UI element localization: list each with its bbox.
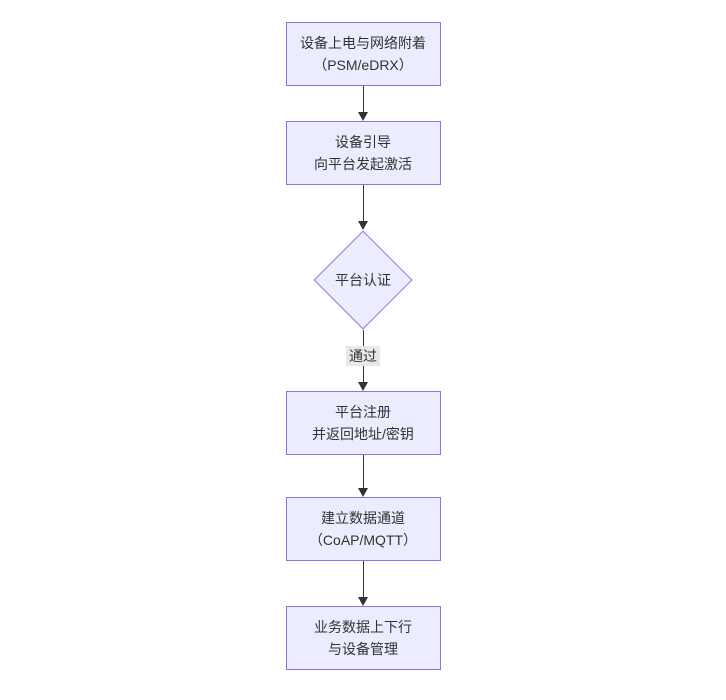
node-data-channel: 建立数据通道 （CoAP/MQTT） <box>285 497 441 561</box>
node-bootstrap: 设备引导 向平台发起激活 <box>285 121 441 185</box>
node-power-on-line1: 设备上电与网络附着 <box>300 35 426 51</box>
node-business-line2: 与设备管理 <box>328 641 398 657</box>
node-register: 平台注册 并返回地址/密钥 <box>285 391 441 455</box>
arrowhead-down-icon <box>358 488 368 497</box>
arrowhead-down-icon <box>358 112 368 121</box>
node-data-channel-line2: （CoAP/MQTT） <box>308 532 418 548</box>
node-data-channel-line1: 建立数据通道 <box>321 510 405 526</box>
arrow-channel-to-business <box>358 561 368 606</box>
node-register-line2: 并返回地址/密钥 <box>312 426 414 442</box>
arrow-auth-to-register: 通过 <box>346 330 380 391</box>
edge-label-pass: 通过 <box>346 346 380 366</box>
arrow-line <box>362 561 364 597</box>
arrow-line <box>362 86 364 112</box>
node-power-on: 设备上电与网络附着 （PSM/eDRX） <box>285 22 441 86</box>
node-bootstrap-line1: 设备引导 <box>335 134 391 150</box>
node-platform-auth: 平台认证 <box>312 230 414 330</box>
node-platform-auth-label: 平台认证 <box>335 272 391 288</box>
node-bootstrap-line2: 向平台发起激活 <box>314 156 412 172</box>
arrow-line <box>362 185 364 221</box>
arrowhead-down-icon <box>358 597 368 606</box>
arrowhead-down-icon <box>358 382 368 391</box>
arrow-line <box>362 330 364 346</box>
arrowhead-down-icon <box>358 221 368 230</box>
arrow-power-to-bootstrap <box>358 86 368 121</box>
arrow-register-to-channel <box>358 455 368 497</box>
arrow-bootstrap-to-auth <box>358 185 368 230</box>
arrow-line <box>362 455 364 488</box>
arrow-line <box>362 366 364 382</box>
node-business: 业务数据上下行 与设备管理 <box>285 606 441 670</box>
node-business-line1: 业务数据上下行 <box>314 619 412 635</box>
node-power-on-line2: （PSM/eDRX） <box>313 57 413 73</box>
node-register-line1: 平台注册 <box>335 404 391 420</box>
